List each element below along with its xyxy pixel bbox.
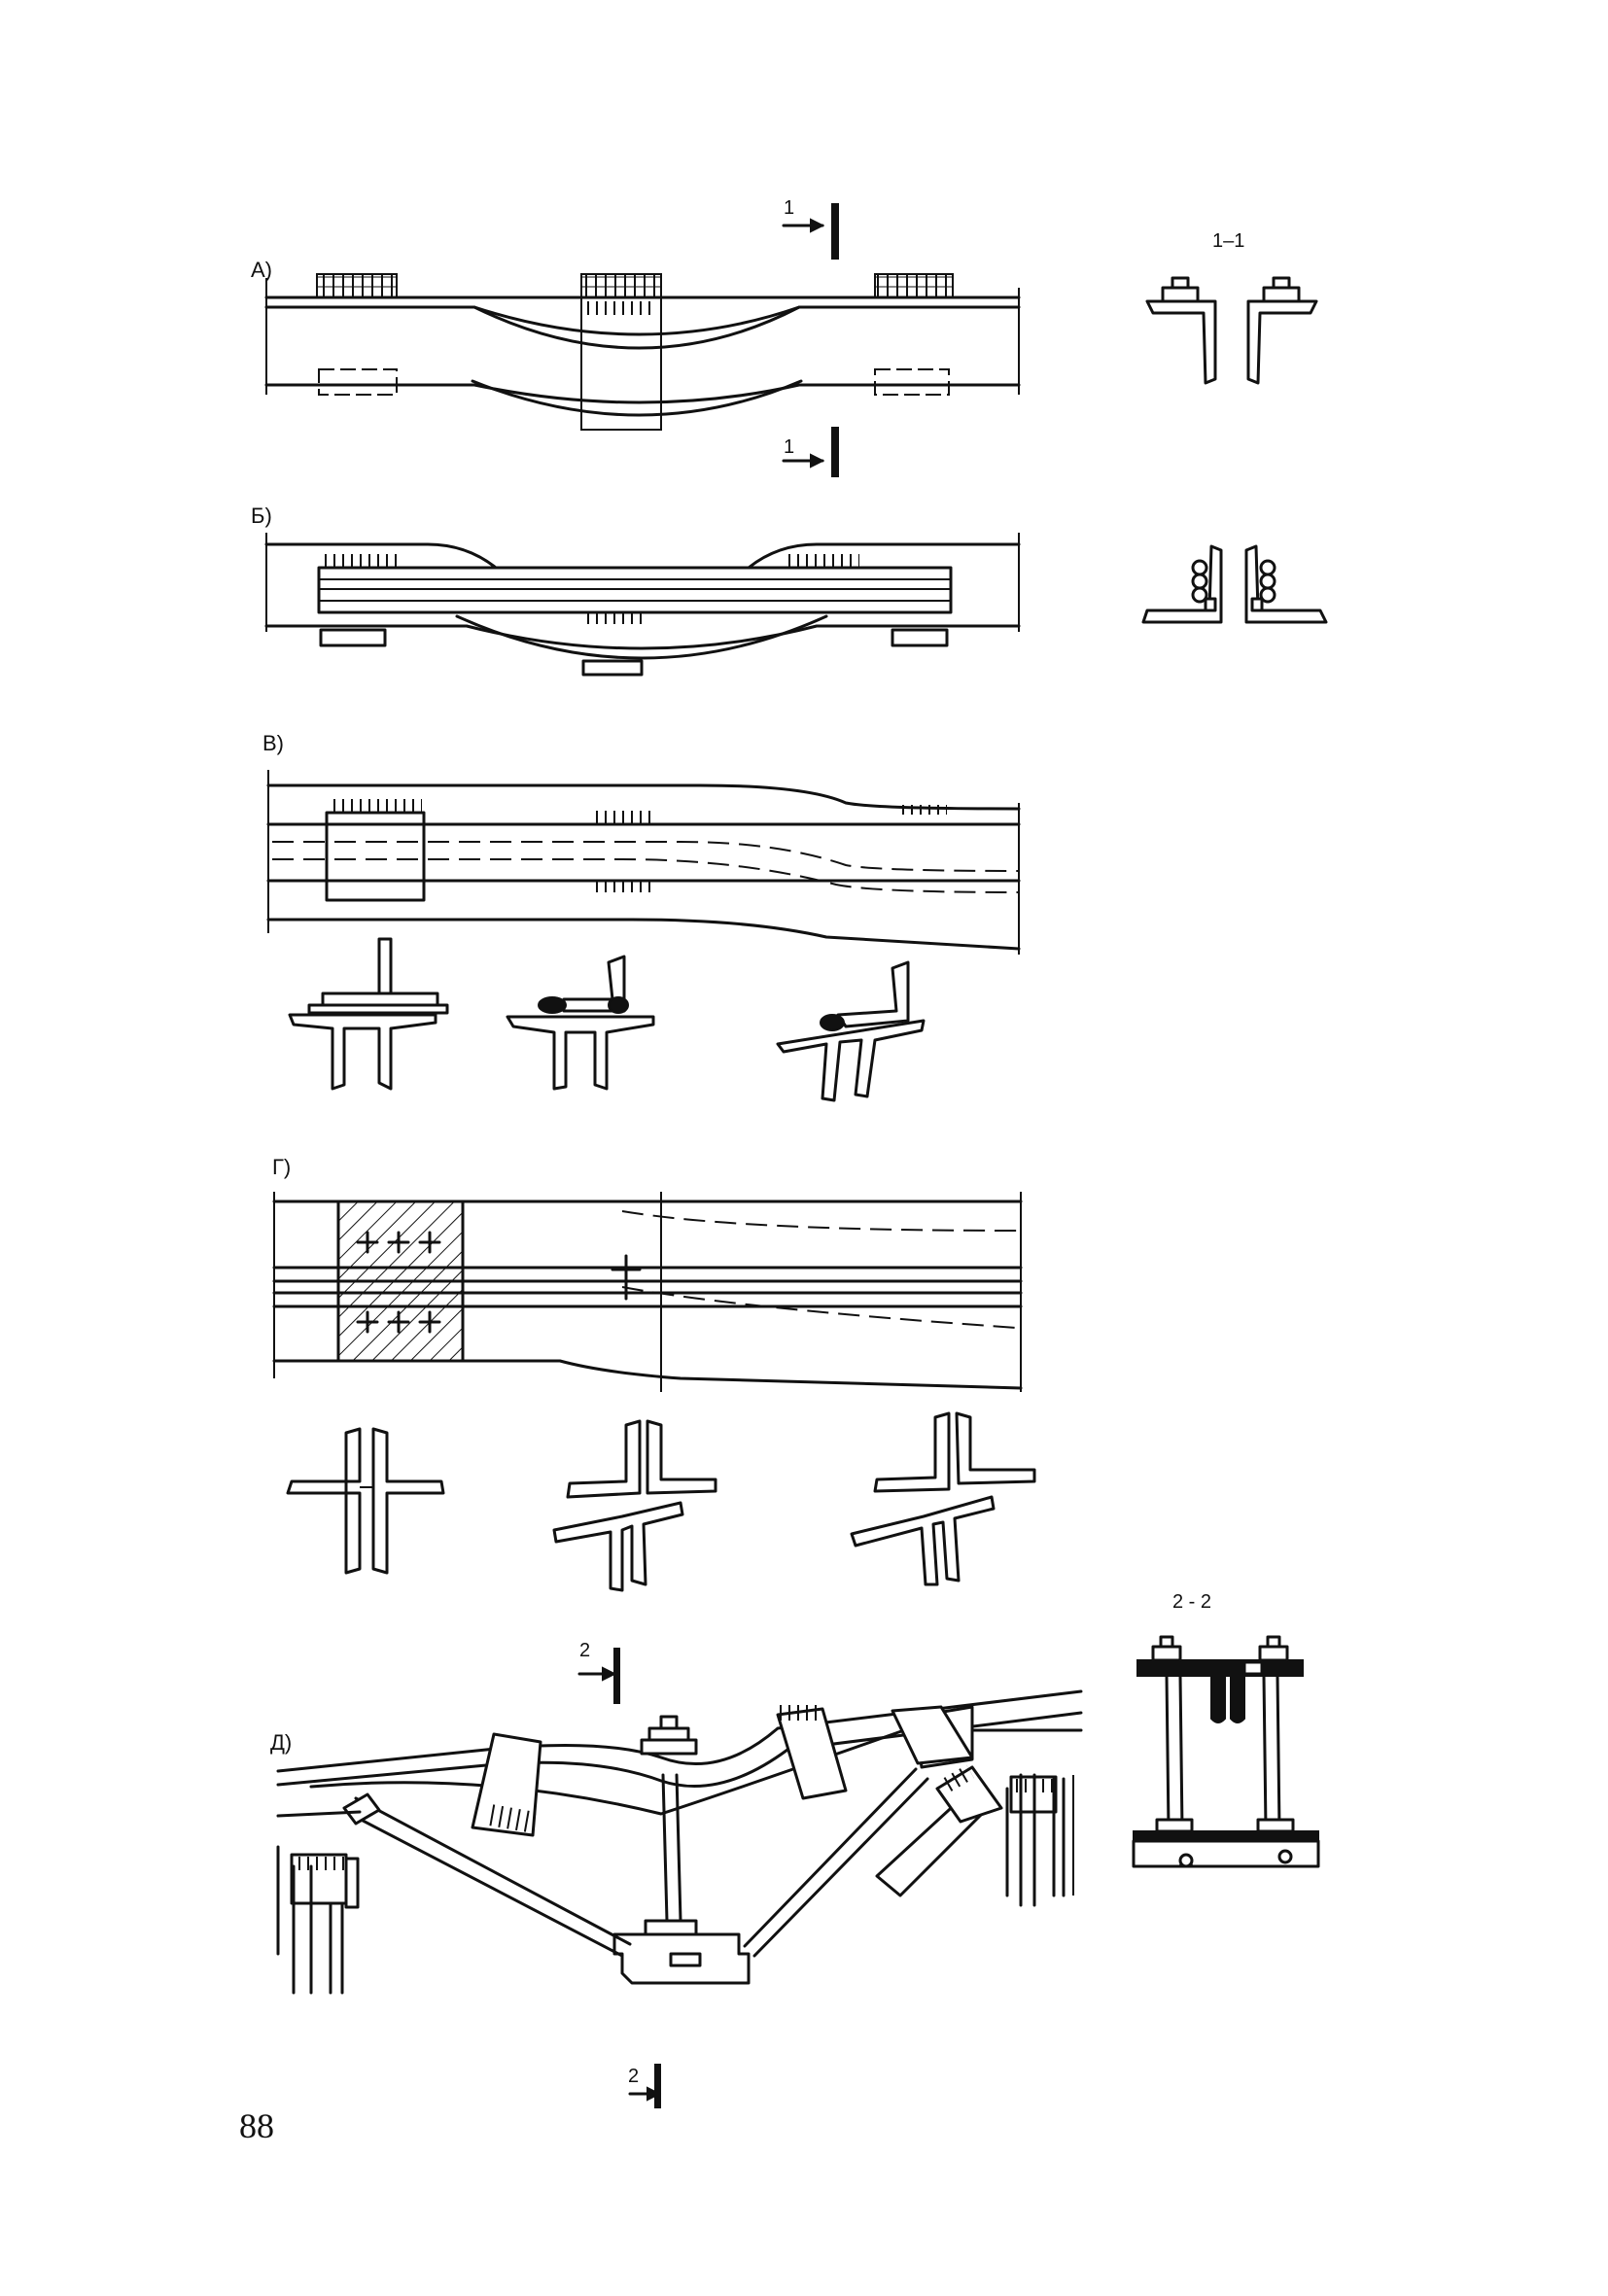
section-b-detail [1141,544,1328,624]
panel-a-top-flange-bent [264,305,1021,350]
panel-a-plate-left [316,273,398,298]
panel-a-plate-right [874,273,954,298]
panel-b-pad-center [581,659,644,677]
section-2-2-rod-right [1262,1674,1268,1831]
section-1-1-title: 1–1 [1212,230,1244,252]
panel-b: Б) [251,504,1021,677]
svg-text:2: 2 [628,2066,639,2087]
panel-b-pad-left [319,628,387,647]
panel-v-dashed-axis-1 [272,841,1020,872]
panel-v-label: В) [262,731,284,755]
panel-d-jack-rod-1 [661,1773,669,1923]
panel-a: А) 1 1 [251,197,1021,477]
panel-d-left-gusset [342,1792,381,1826]
panel-d-brace-left [344,1810,624,1958]
panel-d-label: Д) [270,1730,292,1755]
panel-v-welds-mid-top [595,811,653,824]
panel-g-hatched-clamp [336,1200,465,1363]
section-2-2-angle-right [1230,1675,1245,1723]
panel-a-pad-right [874,368,950,396]
panel-v-welds-clamp [331,799,422,813]
panel-g: Г) [272,1155,1023,1392]
panel-v-section-3 [776,960,926,1102]
panel-b-pad-right [891,628,949,647]
section-b-left-angle [1141,544,1223,624]
panel-v-section-2 [506,955,655,1091]
panel-v: В) [262,731,1021,955]
section-2-marker-bottom: 2 [628,2064,662,2108]
panel-a-label: А) [251,258,272,282]
section-2-2-title: 2 - 2 [1172,1591,1211,1613]
page-number: 88 [239,2106,274,2145]
svg-text:1: 1 [784,197,794,219]
panel-d: Д) 2 2 [270,1640,1083,2108]
section-1-1-left-angle [1145,299,1217,385]
panel-g-section-3 [850,1411,1036,1586]
panel-v-section-1 [288,937,449,1091]
svg-text:2: 2 [579,1640,590,1661]
panel-v-dashed-axis-2 [272,858,1020,893]
panel-g-dashed-1 [621,1210,1018,1232]
panel-d-left-beam [276,1810,362,1818]
section-2-2: 2 - 2 [1132,1591,1320,1868]
panel-g-label: Г) [272,1155,291,1179]
panel-v-welds-right [898,805,947,815]
section-2-marker-top: 2 [577,1640,620,1704]
section-2-2-rod-left [1165,1674,1171,1831]
panel-d-yoke-nut [644,1919,698,1936]
panel-a-inner-bow [472,305,801,336]
panel-a-center-clamp [580,296,662,431]
section-1-1-bolt-right [1262,286,1301,303]
panel-b-welds-right [782,554,859,568]
panel-a-pad-left [318,368,398,396]
panel-g-bolts [356,1231,642,1334]
panel-g-bottom-line [272,1359,1023,1390]
panel-d-jack-top-plate [640,1738,698,1756]
panel-b-welds-left [325,554,402,568]
panel-b-welds-center [583,612,642,624]
section-2-2-top-plate [1136,1659,1304,1677]
panel-d-brace-right [743,1767,918,1948]
svg-text:1: 1 [784,436,794,458]
panel-g-section-2 [552,1419,717,1592]
section-1-marker-bottom: 1 [782,427,839,477]
panel-g-dashed-2 [621,1286,1018,1329]
section-b-right-angle [1244,544,1328,624]
panel-a-bottom-flange [264,383,1021,404]
section-1-1-bolt-left [1161,286,1200,303]
panel-a-plate-center [580,273,662,298]
section-2-2-angle-left [1210,1675,1226,1723]
section-1-marker-top: 1 [782,197,839,260]
section-1-1: 1–1 [1145,230,1318,385]
section-1-1-right-angle [1246,299,1318,385]
panel-v-welds-mid-bottom [595,881,653,892]
panel-a-weld-marks [587,301,655,315]
panel-b-bottom-bow [455,614,828,660]
panel-b-label: Б) [251,504,272,528]
panel-g-section-1 [286,1427,445,1575]
panel-v-bottom-flange [266,918,1021,951]
panel-a-bottom-bow [471,379,803,417]
